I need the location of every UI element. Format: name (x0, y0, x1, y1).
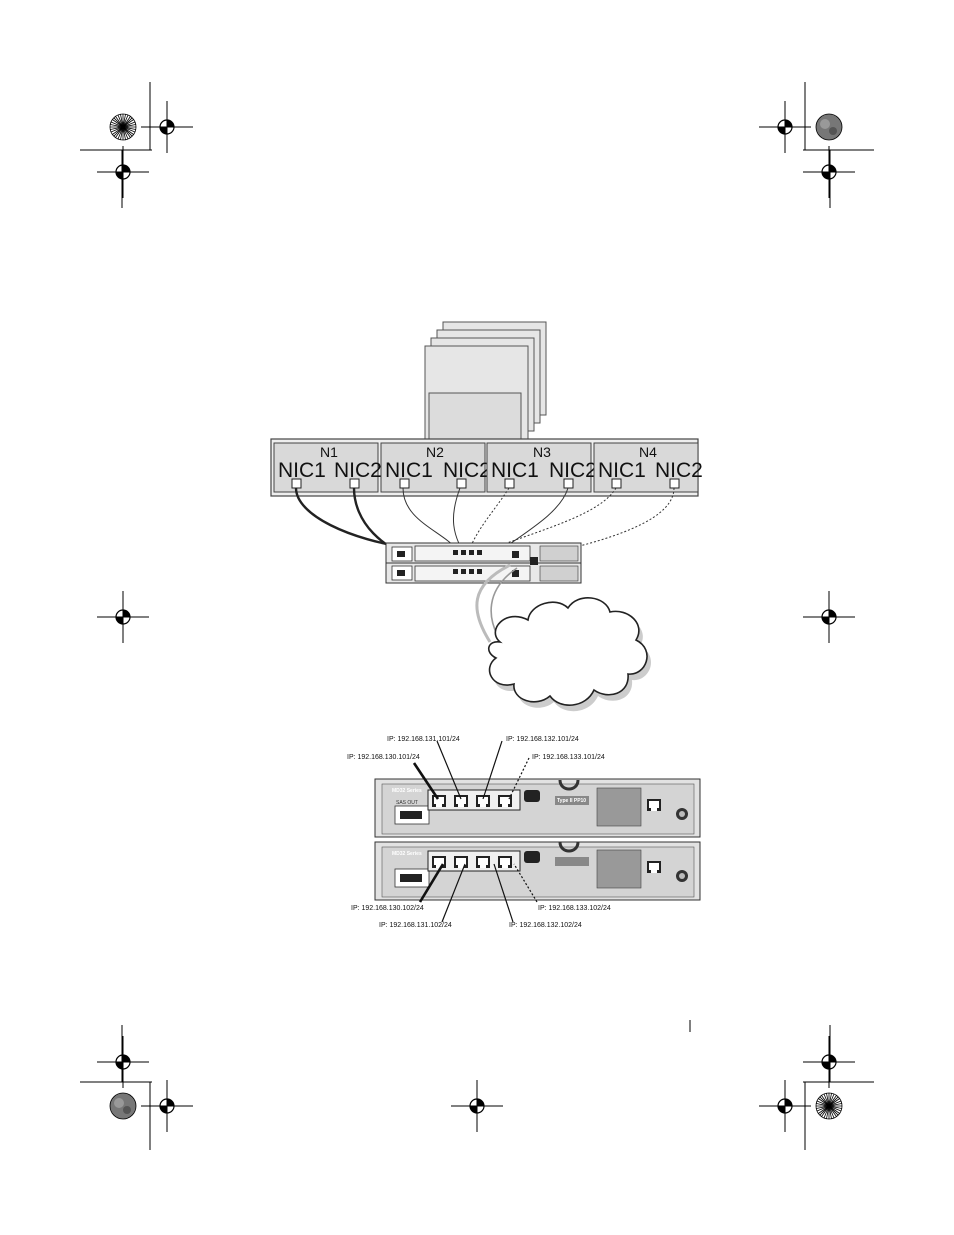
nic2-label: NIC2 (443, 459, 491, 482)
ip-label: IP: 192.168.130.102/24 (351, 905, 424, 912)
node-title: N3 (533, 444, 551, 460)
registration-crosshair-icon (758, 100, 812, 154)
iscsi-port[interactable] (454, 856, 468, 868)
registration-crosshair-icon (802, 145, 856, 199)
gray-calibration-circle-icon (109, 1092, 137, 1120)
node-title: N1 (320, 444, 338, 460)
nic1-label: NIC1 (491, 459, 539, 482)
nic2-label: NIC2 (655, 459, 703, 482)
nic2-label: NIC2 (549, 459, 597, 482)
cloud-icon (488, 597, 652, 712)
nic2-port[interactable] (349, 478, 360, 489)
starburst-calibration-icon (109, 113, 137, 141)
series-label: MD32 Series (392, 788, 422, 794)
nic1-port[interactable] (399, 478, 410, 489)
ip-leaders-bottom (418, 863, 538, 923)
storage-array (385, 542, 582, 584)
nic1-port[interactable] (504, 478, 515, 489)
iscsi-port[interactable] (432, 795, 446, 807)
network-icon (647, 799, 661, 811)
node-n2: N2 NIC1 NIC2 (380, 442, 491, 493)
node-title: N2 (426, 444, 444, 460)
port-type-label: Type II PP10 (557, 798, 586, 804)
iscsi-port[interactable] (498, 795, 512, 807)
ip-leaders-top (412, 740, 530, 800)
starburst-calibration-icon (815, 1092, 843, 1120)
network-icon (647, 861, 661, 873)
nic1-label: NIC1 (385, 459, 433, 482)
nic1-label: NIC1 (278, 459, 326, 482)
controller-bottom: MD32 Series (374, 841, 701, 901)
ip-label: IP: 192.168.133.102/24 (538, 905, 611, 912)
sas-out-label: SAS OUT (396, 800, 418, 806)
node-n3: N3 NIC1 NIC2 (486, 442, 597, 493)
registration-crosshair-icon (802, 1035, 856, 1089)
ip-label: IP: 192.168.133.101/24 (532, 754, 605, 761)
iscsi-port[interactable] (432, 856, 446, 868)
iscsi-port[interactable] (498, 856, 512, 868)
node-n4: N4 NIC1 NIC2 (593, 442, 703, 493)
registration-marks (80, 82, 874, 1150)
registration-crosshair-icon (758, 1079, 812, 1133)
iscsi-port[interactable] (476, 856, 490, 868)
nic2-port[interactable] (563, 478, 574, 489)
nic1-port[interactable] (611, 478, 622, 489)
registration-crosshair-icon (96, 145, 150, 199)
ip-label: IP: 192.168.132.102/24 (509, 922, 582, 929)
nic2-label: NIC2 (334, 459, 382, 482)
node-n1: N1 NIC1 NIC2 (273, 442, 382, 493)
iscsi-port[interactable] (454, 795, 468, 807)
iscsi-port[interactable] (476, 795, 490, 807)
registration-crosshair-icon (96, 1035, 150, 1089)
ip-label: IP: 192.168.131.101/24 (387, 736, 460, 743)
registration-crosshair-icon (140, 1079, 194, 1133)
nic2-port[interactable] (669, 478, 680, 489)
nic1-port[interactable] (291, 478, 302, 489)
registration-crosshair-icon (140, 100, 194, 154)
node-title: N4 (639, 444, 657, 460)
controller-top: MD32 Series SAS OUT Type II PP10 (374, 778, 701, 838)
ip-label: IP: 192.168.131.102/24 (379, 922, 452, 929)
ip-label: IP: 192.168.130.101/24 (347, 754, 420, 761)
ip-label: IP: 192.168.132.101/24 (506, 736, 579, 743)
node-strip: N1 NIC1 NIC2 N2 NIC1 NIC2 N3 NIC1 NIC2 (270, 438, 703, 497)
registration-crosshair-icon (802, 590, 856, 644)
gray-calibration-circle-icon (815, 113, 843, 141)
host-stack-icon (424, 321, 547, 440)
series-label: MD32 Series (392, 851, 422, 857)
nic1-label: NIC1 (598, 459, 646, 482)
registration-crosshair-icon (450, 1079, 504, 1133)
nic2-port[interactable] (456, 478, 467, 489)
registration-crosshair-icon (96, 590, 150, 644)
